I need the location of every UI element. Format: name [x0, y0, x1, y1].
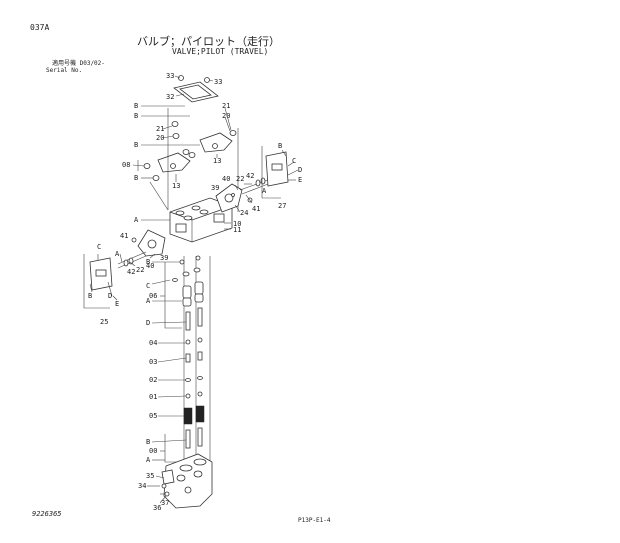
- callout-a-1: A: [134, 216, 139, 224]
- callout-10: 10: [233, 220, 241, 228]
- serial-number-label: Serial No.: [46, 67, 83, 74]
- callout-c-06: C: [146, 282, 150, 290]
- callout-d-right: D: [298, 166, 302, 174]
- callout-05: 05: [149, 412, 157, 420]
- callout-d-06: D: [146, 319, 150, 327]
- cover-plate-part: [173, 75, 219, 103]
- callout-40a: 40: [222, 175, 230, 183]
- callout-24: 24: [240, 209, 248, 217]
- plunger-stack: [172, 255, 205, 449]
- callout-01: 01: [149, 393, 157, 401]
- callout-b-1: B: [134, 102, 138, 110]
- callout-37: 37: [161, 499, 169, 507]
- callout-e-left: E: [115, 300, 119, 308]
- callout-13b: 13: [213, 157, 221, 165]
- callout-27: 27: [278, 202, 286, 210]
- callout-40b: 40: [146, 262, 154, 270]
- callout-21a: 21: [156, 125, 164, 133]
- callout-b-4: B: [134, 174, 138, 182]
- section-code: 037A: [30, 23, 50, 32]
- callout-34: 34: [138, 482, 146, 490]
- callout-a-right: A: [262, 187, 267, 195]
- callout-c-left: C: [97, 243, 101, 251]
- callout-42b: 42: [127, 268, 135, 276]
- valve-body: [169, 197, 233, 243]
- callout-39b: 39: [160, 254, 168, 262]
- callout-22a: 22: [236, 175, 244, 183]
- title-japanese: バルブ；パイロット（走行）: [137, 35, 280, 48]
- callout-20a: 20: [156, 134, 164, 142]
- callout-39a: 39: [211, 184, 219, 192]
- callout-13a: 13: [172, 182, 180, 190]
- serial-applicability-jp: 適用号機 D03/02-: [52, 60, 105, 67]
- valve-casing: [161, 453, 213, 509]
- callout-a-06: A: [146, 297, 151, 305]
- callout-06: 06: [149, 292, 157, 300]
- callout-21b: 21: [222, 102, 230, 110]
- callout-b-3: B: [134, 141, 138, 149]
- callout-e-right: E: [298, 176, 302, 184]
- callout-33a: 33: [166, 72, 174, 80]
- callout-33b: 33: [214, 78, 222, 86]
- callout-b-06: B: [146, 258, 150, 266]
- callout-25: 25: [100, 318, 108, 326]
- callout-22b: 22: [136, 266, 144, 274]
- left-damper-assembly: [89, 229, 166, 291]
- callout-b-2: B: [134, 112, 138, 120]
- callout-20b: 20: [222, 112, 230, 120]
- callout-41b: 41: [120, 232, 128, 240]
- right-damper-assembly: [215, 151, 289, 213]
- callout-b-right: B: [278, 142, 282, 150]
- callout-03: 03: [149, 358, 157, 366]
- image-id: 9226365: [32, 510, 62, 518]
- callout-a-left: A: [115, 250, 120, 258]
- callout-c-right: C: [292, 157, 296, 165]
- callout-d-left: D: [108, 292, 112, 300]
- callout-b-00: B: [146, 438, 150, 446]
- callout-a-00: A: [146, 456, 151, 464]
- callout-11: 11: [233, 226, 241, 234]
- callout-36: 36: [153, 504, 161, 512]
- rocker-cam-lower: [143, 149, 196, 181]
- callout-32: 32: [166, 93, 174, 101]
- title-english: VALVE;PILOT (TRAVEL): [172, 47, 269, 56]
- callout-b-left: B: [88, 292, 92, 300]
- callout-08: 08: [122, 161, 130, 169]
- callout-02: 02: [149, 376, 157, 384]
- rocker-cam-upper: [171, 121, 237, 153]
- page-reference: P13P-E1-4: [298, 517, 331, 524]
- callout-42a: 42: [246, 172, 254, 180]
- callout-04: 04: [149, 339, 157, 347]
- callout-00: 00: [149, 447, 157, 455]
- callout-35: 35: [146, 472, 154, 480]
- callout-41a: 41: [252, 205, 260, 213]
